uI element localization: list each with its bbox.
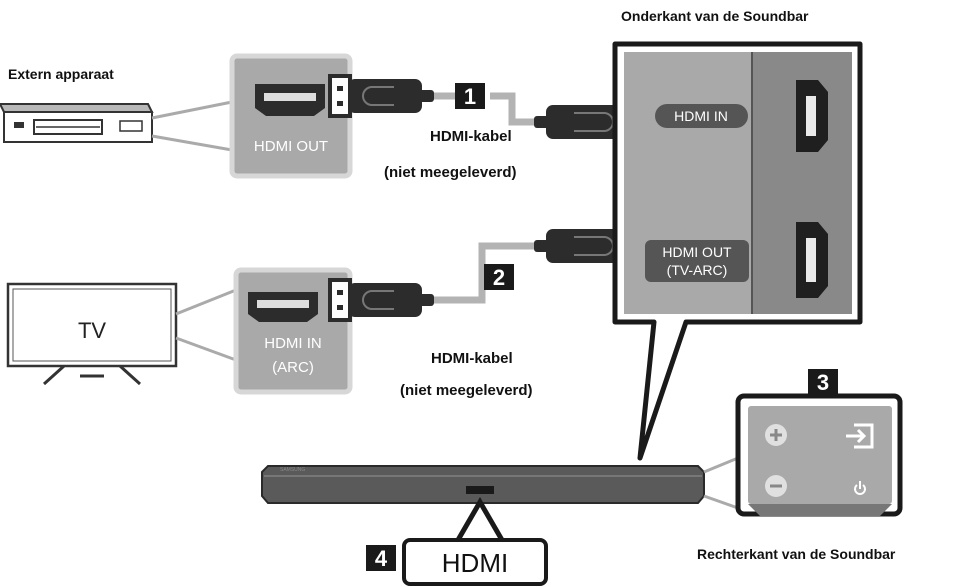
hdmi-port-icon — [796, 222, 828, 298]
hdmi-label-box — [402, 538, 548, 586]
tv-hdmi-in-panel — [233, 267, 353, 395]
callout-line — [151, 134, 233, 152]
step-badge-1 — [455, 83, 485, 109]
callout-line — [703, 494, 739, 510]
step-badge-3 — [808, 369, 838, 395]
callout-line — [703, 456, 739, 474]
step-2-number: 2 — [493, 265, 505, 290]
external-hdmi-out-panel — [229, 53, 353, 179]
tv — [6, 282, 178, 386]
input-source-icon — [846, 423, 874, 449]
callout-line — [175, 288, 237, 316]
external-device — [0, 103, 154, 143]
step-3-number: 3 — [817, 370, 829, 395]
power-icon — [854, 481, 866, 495]
callout-line — [175, 336, 237, 362]
soundbar — [261, 465, 705, 542]
hdmi-port-icon — [796, 80, 828, 152]
tv-screen-label: TV — [78, 318, 106, 343]
cable-1-note: (niet meegeleverd) — [384, 164, 517, 181]
brand-logo: SAMSUNG — [280, 467, 305, 473]
cable-2-caption: HDMI-kabel — [431, 350, 513, 367]
soundbar-right-caption: Rechterkant van de Soundbar — [697, 546, 896, 562]
soundbar-bottom-caption: Onderkant van de Soundbar — [621, 8, 809, 24]
step-badge-2 — [484, 264, 514, 290]
cable-1-caption: HDMI-kabel — [430, 128, 512, 145]
hdmi-port-icon — [466, 486, 494, 494]
external-device-caption: Extern apparaat — [8, 66, 114, 82]
hdmi-plug-icon — [328, 74, 436, 118]
hdmi-plug-icon — [328, 278, 436, 322]
callout-line — [151, 100, 233, 120]
tv-hdmi-in-label: HDMI IN — [264, 335, 322, 352]
hdmi-bottom-label: HDMI — [442, 548, 508, 578]
cable-1 — [328, 74, 640, 144]
plus-icon — [765, 424, 787, 446]
tv-hdmi-in-arc-label: (ARC) — [272, 359, 314, 376]
minus-icon — [765, 475, 787, 497]
hdmi-port-icon — [248, 292, 318, 322]
step-badge-4 — [366, 545, 396, 571]
soundbar-hdmi-out-label: HDMI OUT — [662, 244, 732, 260]
soundbar-right-panel — [735, 393, 903, 517]
soundbar-tv-arc-label: (TV-ARC) — [667, 262, 728, 278]
step-4-number: 4 — [375, 546, 388, 571]
hdmi-out-label: HDMI OUT — [254, 138, 328, 155]
soundbar-hdmi-in-label: HDMI IN — [674, 108, 728, 124]
cable-2-note: (niet meegeleverd) — [400, 382, 533, 399]
cable-2 — [328, 224, 640, 322]
hdmi-port-icon — [255, 84, 325, 116]
soundbar-bottom-callout — [612, 41, 863, 461]
step-1-number: 1 — [464, 84, 476, 109]
